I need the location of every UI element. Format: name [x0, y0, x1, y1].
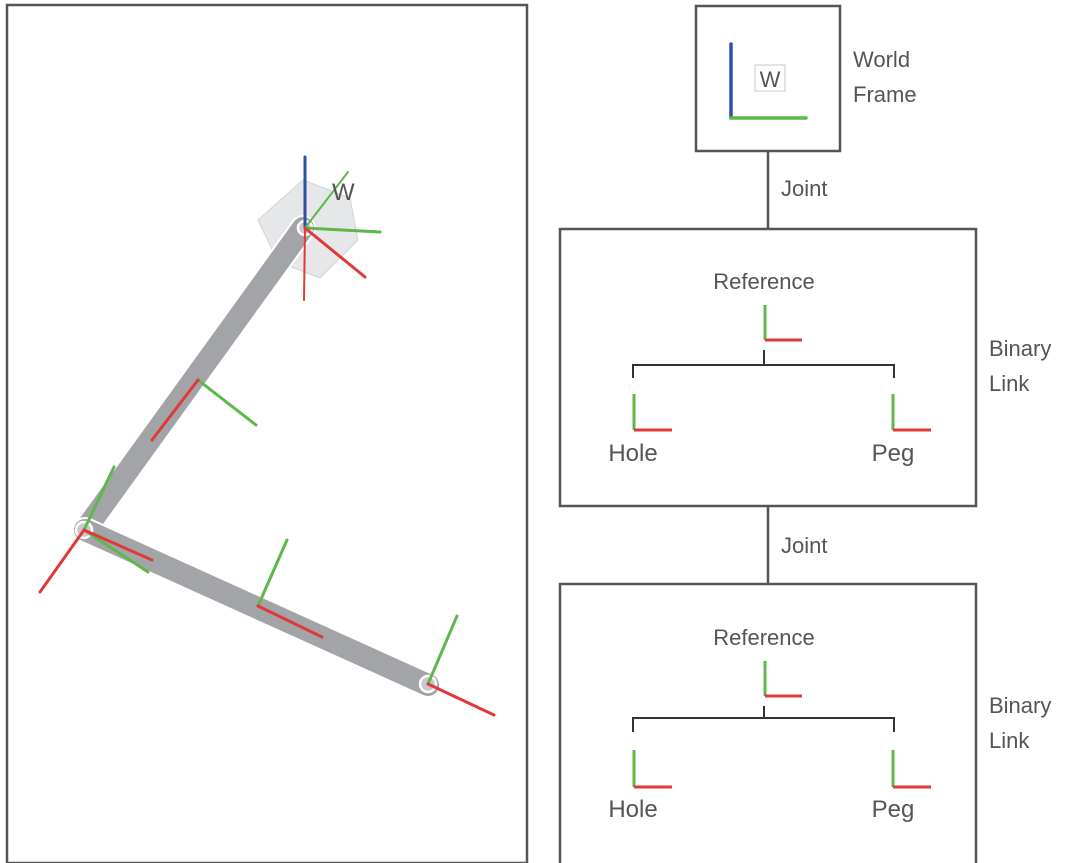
tree-panel: W World Frame Joint Reference [558, 4, 1051, 863]
world-frame-icon [729, 42, 808, 120]
world-frame-node: W [694, 4, 842, 153]
link-1-hole-label: Hole [608, 440, 657, 467]
link-2-peg-label: Peg [872, 796, 915, 823]
link-2-mid-frame [256, 538, 324, 639]
elbow-frame [38, 465, 154, 594]
link-1-peg-frame-icon [891, 394, 931, 432]
world-frame-label: W [760, 67, 781, 92]
link-1-reference-frame-icon [763, 305, 802, 342]
scene-border [5, 3, 529, 863]
world-frame-axes [303, 155, 382, 301]
link-2-reference-frame-icon [763, 661, 802, 698]
binary-link-2-caption-line2: Link [989, 728, 1030, 753]
binary-link-1-caption-line1: Binary [989, 336, 1051, 361]
link-2-peg-frame-icon [891, 750, 931, 789]
world-frame-caption-line1: World [853, 47, 910, 72]
binary-link-2-caption-line1: Binary [989, 693, 1051, 718]
binary-link-1-caption-line2: Link [989, 371, 1030, 396]
link-1-tree-connector [632, 350, 895, 378]
link-2-reference-label: Reference [713, 625, 815, 650]
joint-1-label: Joint [781, 176, 827, 201]
world-frame-label-box [754, 64, 786, 92]
link-1-reference-label: Reference [713, 269, 815, 294]
link-1-body [72, 215, 316, 543]
link-1-mid-frame [150, 378, 258, 442]
link-2-tree-connector [632, 706, 895, 732]
link-1-peg-label: Peg [872, 440, 915, 467]
scene-panel: W [5, 3, 529, 863]
binary-link-2-node: Reference Hole Peg [558, 582, 978, 863]
link-2-hole-label: Hole [608, 796, 657, 823]
joint-2-label: Joint [781, 533, 827, 558]
tip-frame [426, 614, 496, 717]
binary-link-1-node: Reference Hole Peg [558, 227, 978, 508]
scene-origin-label: W [332, 179, 355, 206]
link-2-hole-frame-icon [632, 750, 672, 789]
world-frame-caption-line2: Frame [853, 82, 917, 107]
link-1-hole-frame-icon [632, 394, 672, 432]
